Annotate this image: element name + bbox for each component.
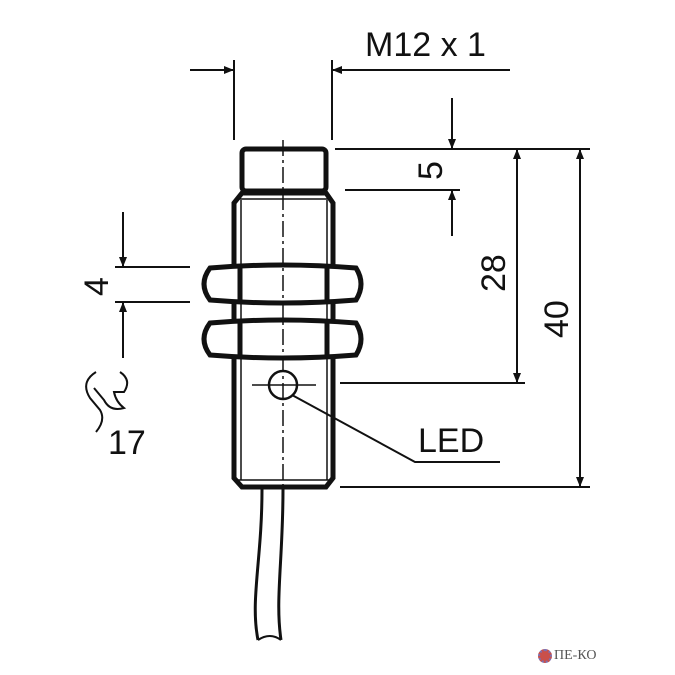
cable: [253, 488, 285, 641]
thread-label: M12 x 1: [365, 26, 486, 64]
dim-total-label: 40: [538, 300, 576, 338]
led-leader-line: [291, 394, 500, 463]
gear-icon: [538, 649, 552, 663]
wrench-size-label: 17: [108, 424, 146, 462]
dim-cap-label: 5: [412, 161, 450, 180]
sensor-cap: [239, 146, 329, 194]
dim-nut-label: 4: [78, 277, 116, 296]
wrench-icon: [85, 371, 129, 433]
watermark-text: ПЕ-КО: [554, 648, 597, 663]
dim-led-label: 28: [475, 254, 513, 292]
watermark-logo: ПЕ-КО: [538, 648, 596, 664]
led-label: LED: [418, 422, 484, 460]
